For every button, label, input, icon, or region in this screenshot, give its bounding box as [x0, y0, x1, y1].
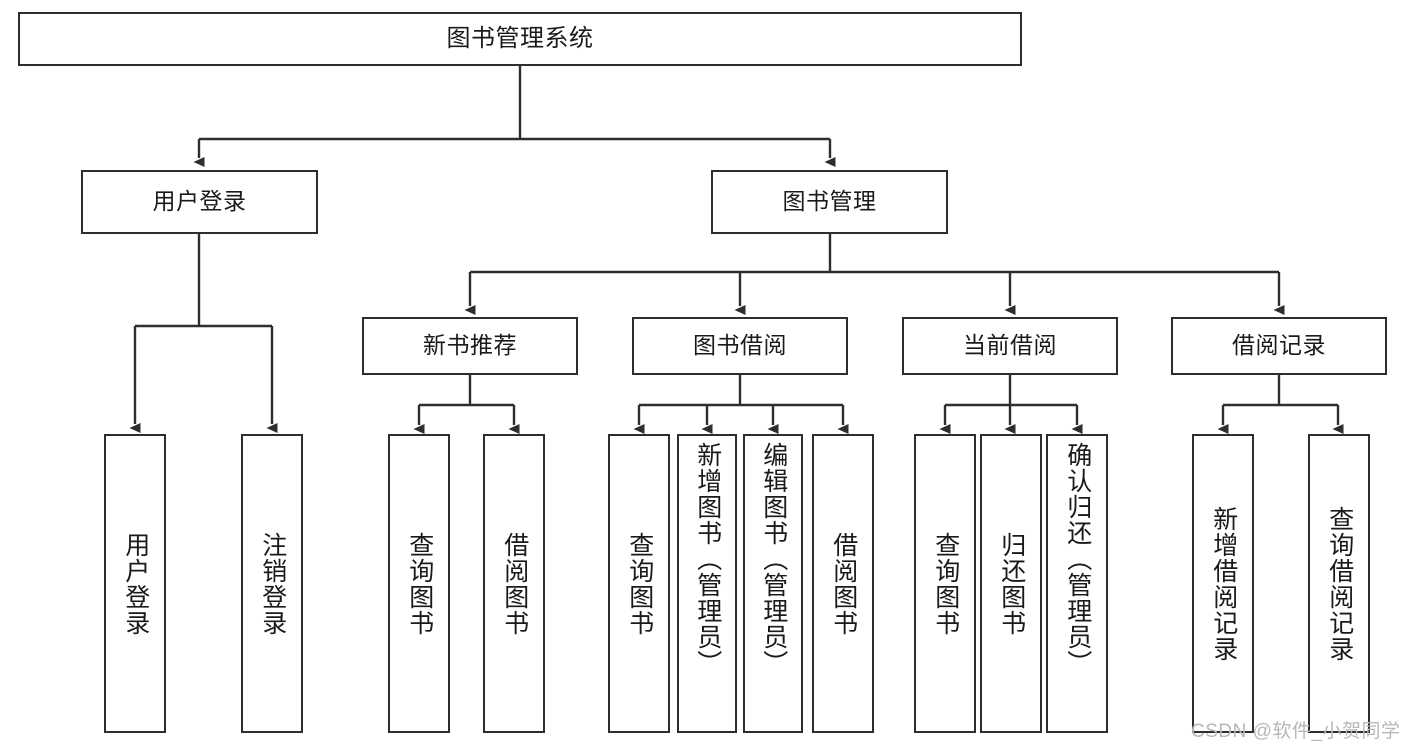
node-label: 归还图书: [997, 531, 1026, 636]
node-label: 新书推荐: [423, 332, 517, 359]
node-label: 图书借阅: [693, 332, 787, 359]
leaf-borrow-record-add-record[interactable]: 新增借阅记录: [1192, 434, 1254, 733]
leaf-new-book-borrow-book[interactable]: 借阅图书: [483, 434, 545, 733]
leaf-new-book-query-book[interactable]: 查询图书: [388, 434, 450, 733]
node-label: 用户登录: [121, 531, 150, 636]
node-label: 注销登录: [258, 531, 287, 636]
node-label: 用户登录: [152, 188, 247, 215]
leaf-book-borrow-borrow-book[interactable]: 借阅图书: [812, 434, 874, 733]
node-label: 借阅记录: [1232, 332, 1326, 359]
leaf-borrow-record-query-record[interactable]: 查询借阅记录: [1308, 434, 1370, 733]
node-label: 当前借阅: [963, 332, 1057, 359]
leaf-user-login-logout[interactable]: 注销登录: [241, 434, 303, 733]
leaf-book-borrow-edit-book-admin[interactable]: 编辑图书（管理员）: [743, 434, 803, 733]
leaf-current-borrow-query-book[interactable]: 查询图书: [914, 434, 976, 733]
leaf-user-login-login[interactable]: 用户登录: [104, 434, 166, 733]
node-label: 图书管理: [782, 188, 877, 215]
node-label: 借阅图书: [829, 531, 858, 636]
node-label: 确认归还（管理员）: [1063, 442, 1092, 676]
node-label: 编辑图书（管理员）: [759, 442, 788, 676]
watermark-text: CSDN @软件_小贺同学: [1191, 721, 1401, 742]
node-borrow-record[interactable]: 借阅记录: [1171, 317, 1387, 375]
node-label: 新增图书（管理员）: [693, 442, 722, 676]
node-label: 借阅图书: [500, 531, 529, 636]
node-book-management[interactable]: 图书管理: [711, 170, 948, 234]
leaf-current-borrow-return-book[interactable]: 归还图书: [980, 434, 1042, 733]
node-current-borrow[interactable]: 当前借阅: [902, 317, 1118, 375]
node-label: 查询图书: [625, 531, 654, 636]
node-label: 查询图书: [931, 531, 960, 636]
node-root-book-management-system[interactable]: 图书管理系统: [18, 12, 1022, 66]
node-user-login[interactable]: 用户登录: [81, 170, 318, 234]
node-label: 查询借阅记录: [1325, 505, 1354, 662]
leaf-current-borrow-confirm-return-admin[interactable]: 确认归还（管理员）: [1046, 434, 1108, 733]
leaf-book-borrow-query-book[interactable]: 查询图书: [608, 434, 670, 733]
node-new-book-recommend[interactable]: 新书推荐: [362, 317, 578, 375]
leaf-book-borrow-add-book-admin[interactable]: 新增图书（管理员）: [677, 434, 737, 733]
node-label: 新增借阅记录: [1209, 505, 1238, 662]
node-label: 查询图书: [405, 531, 434, 636]
node-book-borrow[interactable]: 图书借阅: [632, 317, 848, 375]
node-label: 图书管理系统: [446, 24, 594, 52]
